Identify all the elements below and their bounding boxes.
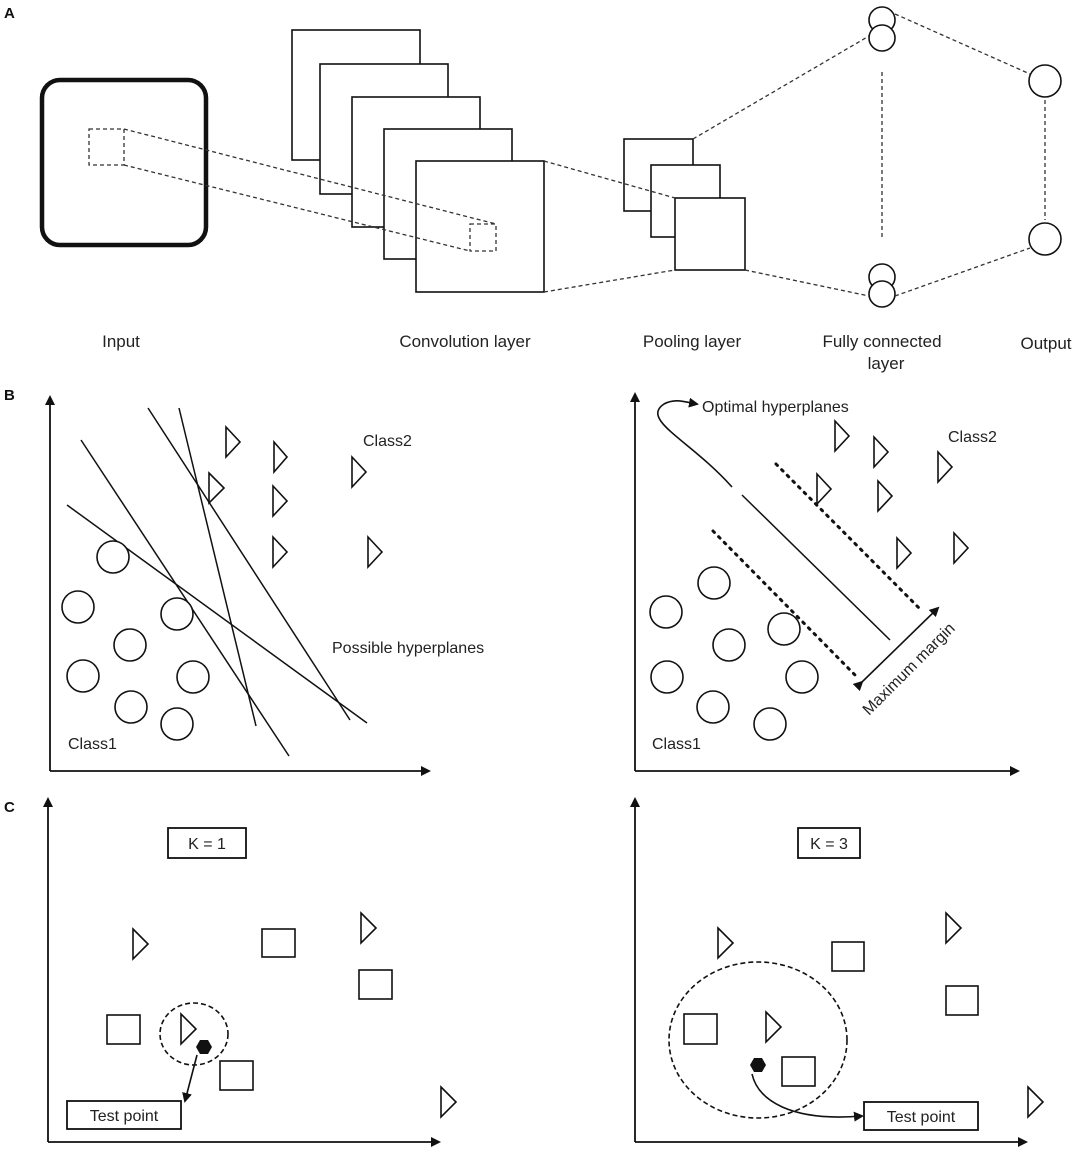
knn-left-triangles	[132, 911, 458, 1119]
k1-test-point-label: Test point	[90, 1108, 159, 1125]
label-pooling-layer: Pooling layer	[643, 332, 742, 351]
k3-test-point-arrow	[751, 1073, 864, 1122]
label-fully-connected-line1: Fully connected	[822, 332, 941, 351]
right-class2-label: Class2	[948, 429, 997, 446]
pooling-feature-maps	[623, 138, 746, 271]
k1-test-point-box	[66, 1100, 182, 1130]
k3-test-point-label: Test point	[887, 1109, 956, 1126]
label-fully-connected-line2: layer	[868, 354, 905, 373]
panel-b: B	[4, 387, 1020, 776]
input-receptive-field	[88, 128, 125, 166]
label-input: Input	[102, 332, 140, 351]
k3-label: K = 3	[810, 836, 848, 853]
class2-triangles-right	[816, 418, 970, 571]
class2-triangles-left	[208, 424, 384, 570]
knn-left-squares	[106, 928, 393, 1091]
margin-line-upper	[774, 462, 922, 611]
output-neurons	[1028, 64, 1062, 256]
optimal-hyperplane-pointer	[657, 397, 733, 488]
fully-connected-neurons	[868, 6, 896, 308]
fc-to-output-projection	[894, 13, 1031, 297]
k3-test-point-marker	[750, 1058, 766, 1072]
possible-hyperplanes	[66, 407, 368, 757]
panel-b-letter: B	[4, 387, 15, 404]
optimal-hyperplanes-label: Optimal hyperplanes	[702, 399, 849, 416]
left-class1-label: Class1	[68, 736, 117, 753]
possible-hyperplanes-label: Possible hyperplanes	[332, 640, 484, 657]
k1-test-point-arrow	[182, 1054, 198, 1103]
pool-to-fc-projection	[692, 35, 870, 297]
knn-right-axes	[630, 797, 1028, 1147]
left-class2-label: Class2	[363, 433, 412, 450]
knn-left-axes	[43, 797, 441, 1147]
margin-line-lower	[711, 529, 857, 677]
label-output: Output	[1020, 334, 1071, 353]
convolution-receptive-field	[469, 223, 497, 252]
convolution-feature-maps	[291, 29, 545, 293]
conv-to-pool-projection	[543, 160, 676, 293]
svm-left-axes	[45, 395, 431, 776]
knn-right-squares	[683, 941, 979, 1087]
right-class1-label: Class1	[652, 736, 701, 753]
k3-test-point-box	[863, 1101, 979, 1131]
k1-label: K = 1	[188, 836, 226, 853]
class1-circles-left	[61, 540, 210, 741]
panel-a: A	[4, 5, 1072, 373]
k3-neighborhood	[668, 961, 848, 1119]
k1-test-point-marker	[196, 1040, 212, 1054]
input-to-conv-projection	[123, 128, 497, 252]
knn-right-triangles	[717, 911, 1045, 1119]
panel-c-letter: C	[4, 799, 15, 816]
k1-label-box	[167, 827, 247, 859]
k1-neighborhood	[159, 1002, 229, 1066]
maximum-margin-arrow	[852, 606, 940, 692]
svm-right-axes	[630, 392, 1020, 776]
input-image	[39, 77, 209, 248]
label-convolution-layer: Convolution layer	[399, 332, 531, 351]
k3-label-box	[797, 827, 861, 859]
panel-a-letter: A	[4, 5, 15, 22]
panel-c: C K = 1 Test point	[4, 797, 1045, 1147]
class1-circles-right	[649, 566, 819, 741]
optimal-hyperplane	[741, 494, 891, 641]
